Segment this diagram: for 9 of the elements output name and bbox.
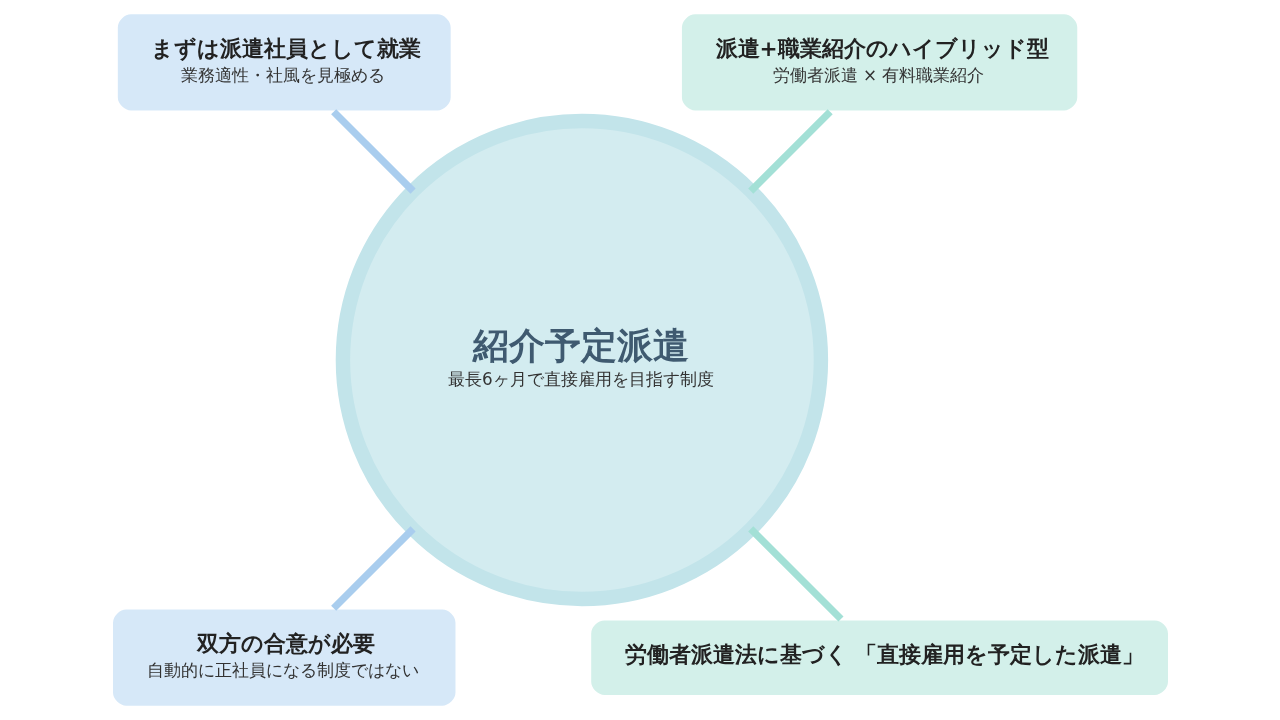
- connector: [330, 109, 416, 194]
- connector: [747, 526, 843, 622]
- node-box: 労働者派遣法に基づく 「直接雇用を予定した派遣」: [588, 618, 1170, 698]
- node-box: 派遣+職業紹介のハイブリッド型 労働者派遣 × 有料職業紹介: [679, 11, 1080, 113]
- connector: [747, 109, 833, 194]
- node-circle: 紹介予定派遣 最長6ヶ月で直接雇用を目指す制度: [335, 113, 828, 607]
- node-box: まずは派遣社員として就業 業務適性・社風を見極める: [114, 11, 453, 113]
- node-box: 双方の合意が必要 自動的に正社員になる制度ではない: [110, 607, 458, 709]
- connector: [330, 526, 416, 611]
